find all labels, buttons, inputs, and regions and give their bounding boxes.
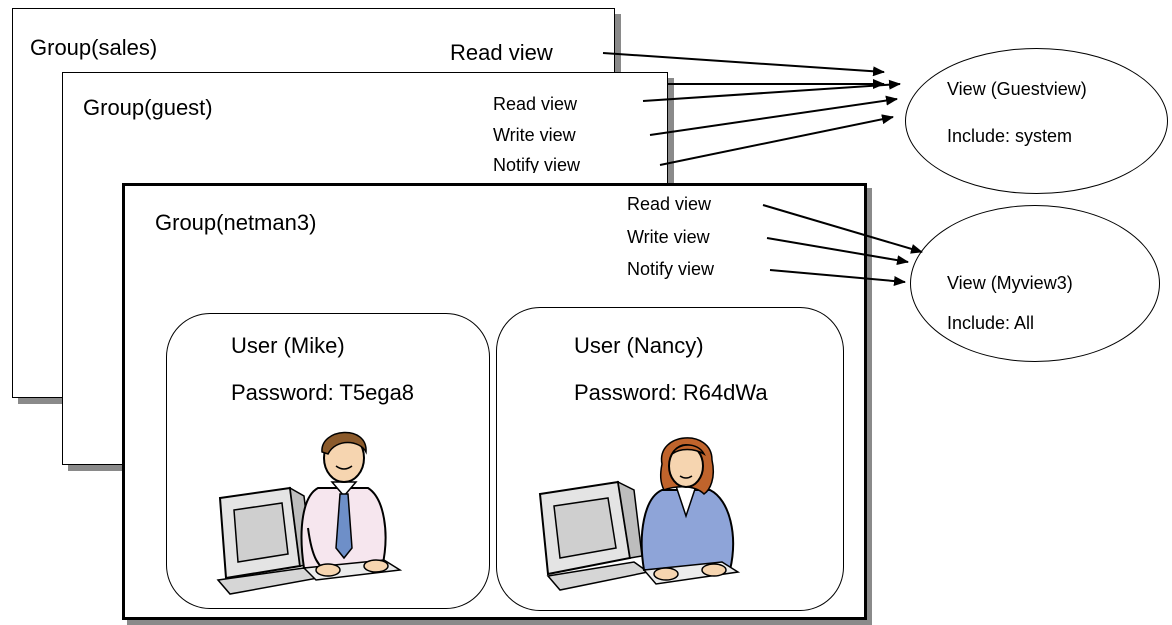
view-guestview-include: Include: system — [947, 126, 1073, 146]
arrow-guest-read-to-guestview — [642, 79, 901, 102]
group-sales-read-view-label: Read view — [450, 40, 553, 65]
user-nancy-name: User (Nancy) — [574, 333, 704, 358]
view-guestview-name: View (Guestview) — [947, 79, 1087, 99]
user-mike-password: Password: T5ega8 — [231, 380, 415, 405]
arrow-netman-read-to-myview3 — [762, 204, 923, 254]
view-guestview-ellipse — [905, 48, 1168, 194]
group-sales-title: Group(sales) — [30, 35, 158, 60]
arrow-guest-write-to-guestview — [649, 95, 898, 136]
arrow-netman-notify-to-myview3 — [769, 269, 906, 287]
woman-at-computer-illustration — [538, 437, 741, 591]
group-netman3-write-view-label: Write view — [627, 227, 710, 247]
view-myview3-name: View (Myview3) — [947, 273, 1073, 293]
view-myview3-ellipse — [910, 205, 1160, 362]
arrow-sales-read-to-guestview — [602, 52, 885, 77]
arrow-netman-write-to-myview3 — [766, 237, 909, 266]
group-netman3-title: Group(netman3) — [155, 210, 317, 235]
view-myview3-include: Include: All — [947, 313, 1035, 333]
group-guest-read-view-label: Read view — [493, 94, 578, 114]
user-mike-name: User (Mike) — [231, 333, 345, 358]
man-at-computer-illustration — [216, 431, 403, 595]
group-netman3-notify-view-label: Notify view — [627, 259, 715, 279]
group-guest-title: Group(guest) — [83, 95, 213, 120]
group-netman3-read-view-label: Read view — [627, 194, 712, 214]
group-guest-notify-view-label: Notify view — [493, 156, 581, 173]
user-nancy-password: Password: R64dWa — [574, 380, 768, 405]
arrow-guest-notify-to-guestview — [659, 114, 894, 166]
group-guest-write-view-label: Write view — [493, 125, 576, 145]
